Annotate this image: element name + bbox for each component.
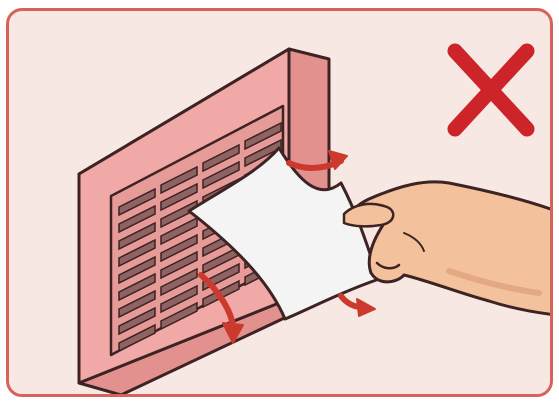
vent-illustration (9, 11, 553, 397)
hand-illustration (344, 182, 553, 315)
red-x-icon (455, 51, 527, 129)
arrow-bottom-right (341, 296, 375, 316)
illustration-card (6, 8, 553, 397)
